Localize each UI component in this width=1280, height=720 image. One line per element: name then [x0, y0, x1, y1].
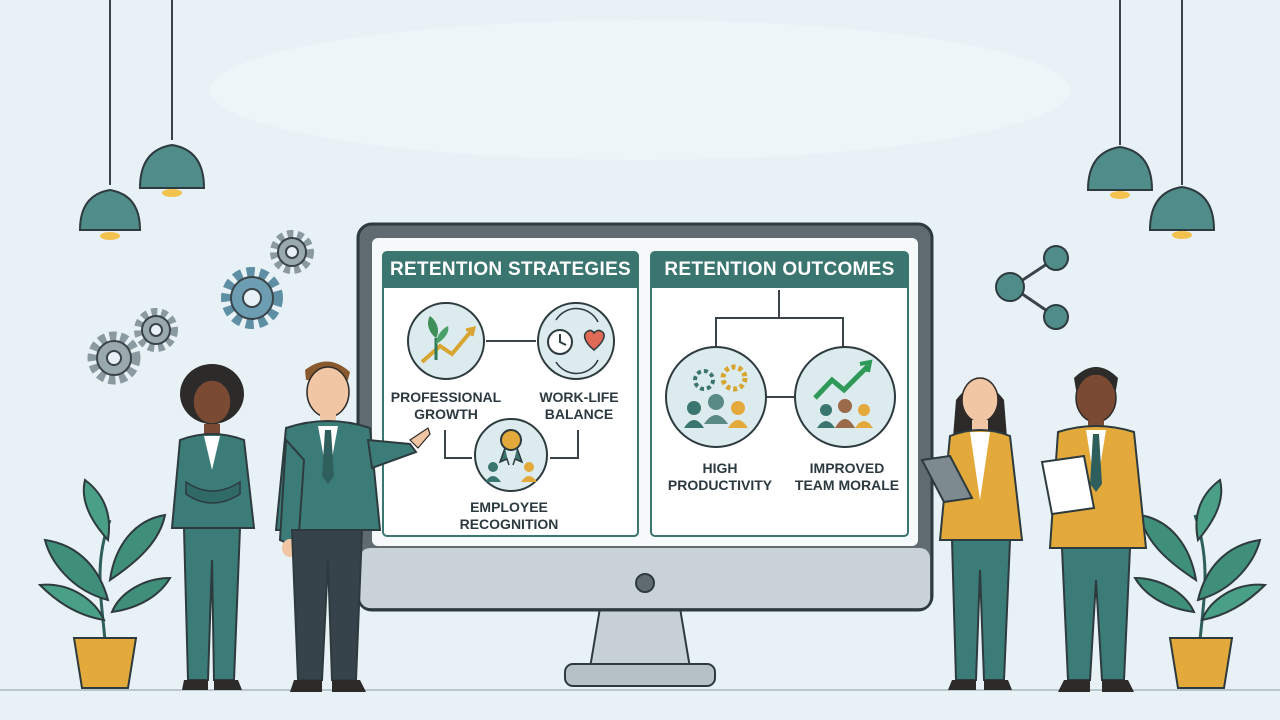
improved-team-morale-label: IMPROVED TEAM MORALE — [794, 460, 900, 493]
background-cloud — [210, 20, 1070, 160]
award-ribbon-icon — [474, 418, 548, 492]
team-gears-icon — [665, 346, 767, 448]
retention-outcomes-panel — [650, 251, 909, 537]
lamp-left-1 — [78, 0, 142, 240]
gear-icon — [270, 230, 314, 274]
gear-icon — [221, 267, 283, 329]
gear-icon — [87, 331, 141, 385]
retention-strategies-panel — [382, 251, 639, 537]
person-woman-teal-suit — [170, 364, 256, 690]
professional-growth-label: PROFESSIONAL GROWTH — [390, 389, 502, 422]
retention-strategies-title: RETENTION STRATEGIES — [383, 252, 638, 288]
gear-icon — [134, 308, 178, 352]
potted-plant-right — [1133, 478, 1268, 689]
team-growth-chart-icon — [794, 346, 896, 448]
lamp-left-2 — [138, 0, 206, 197]
employee-recognition-label: EMPLOYEE RECOGNITION — [459, 499, 559, 532]
person-man-document — [1040, 367, 1148, 692]
share-network-icon — [995, 245, 1069, 330]
person-woman-tablet — [920, 377, 1024, 690]
retention-outcomes-title: RETENTION OUTCOMES — [651, 252, 908, 288]
sprout-growth-icon — [407, 302, 485, 380]
work-life-balance-label: WORK-LIFE BALANCE — [539, 389, 619, 422]
potted-plant-left — [37, 478, 172, 689]
clock-heart-icon — [537, 302, 615, 380]
lamp-right-1 — [1086, 0, 1154, 199]
high-productivity-label: HIGH PRODUCTIVITY — [667, 460, 773, 493]
person-man-pointing — [274, 361, 431, 692]
lamp-right-2 — [1148, 0, 1216, 239]
